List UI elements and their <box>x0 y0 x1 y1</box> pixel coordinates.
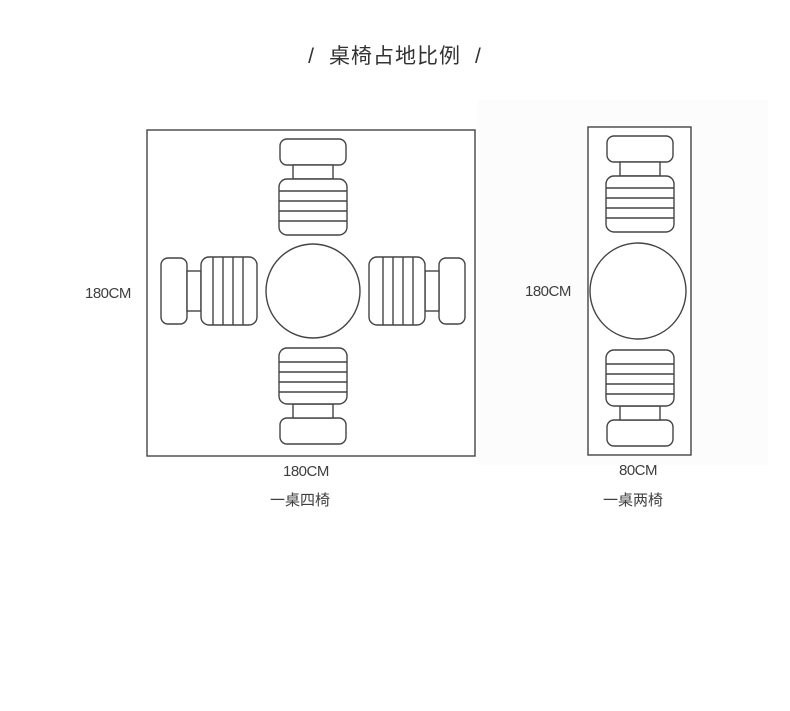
four-height-label: 180CM <box>85 285 131 302</box>
chair-right <box>368 256 466 326</box>
title-left-slash: / <box>308 45 315 68</box>
four-width-label: 180CM <box>283 463 329 480</box>
chair-narrow-bottom <box>605 349 675 447</box>
two-height-label: 180CM <box>525 283 571 300</box>
chair-narrow-top <box>605 135 675 233</box>
title-right-slash: / <box>475 45 482 68</box>
chair-left <box>160 256 258 326</box>
round-table <box>265 243 361 339</box>
round-table-narrow <box>589 242 687 340</box>
four-caption: 一桌四椅 <box>270 492 331 509</box>
page-title: / 桌椅占地比例 / <box>0 40 790 70</box>
two-chair-layout <box>587 126 692 456</box>
four-chair-layout <box>146 129 476 457</box>
two-caption: 一桌两椅 <box>603 492 664 509</box>
chair-top <box>278 138 348 236</box>
title-text: 桌椅占地比例 <box>329 45 461 68</box>
chair-bottom <box>278 347 348 445</box>
two-width-label: 80CM <box>619 462 658 479</box>
